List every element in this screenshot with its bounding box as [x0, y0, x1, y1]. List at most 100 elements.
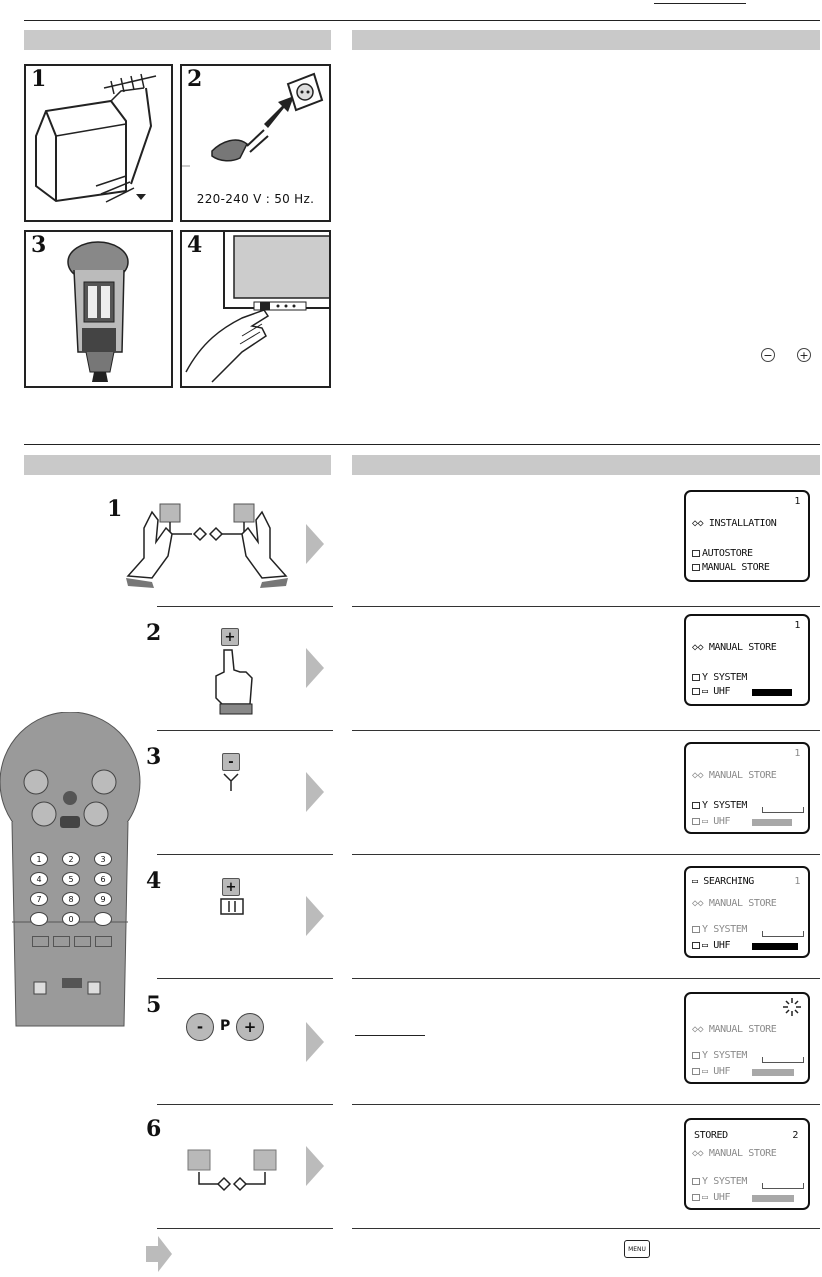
panel-power: 2 220-240 V : 50 Hz.: [180, 64, 331, 222]
chevron-right-icon: [306, 1146, 324, 1186]
section1-right-header: [352, 30, 820, 50]
osd-manual-store-1: 1 ◇◇ MANUAL STORE Y SYSTEM ▭ UHF: [684, 614, 810, 706]
osd-title: MANUAL STORE: [708, 898, 777, 909]
two-hands-keys-illustration: [126, 503, 288, 588]
chevron-right-icon: [306, 1022, 324, 1062]
pressing-hand-icon: [215, 649, 253, 715]
osd-row: ▭ UHF: [692, 816, 731, 827]
program-key-label: P: [220, 1018, 231, 1034]
chevron-right-icon: [306, 524, 324, 564]
osd-title: MANUAL STORE: [708, 770, 777, 781]
power-plug-illustration: [182, 72, 324, 167]
osd-program-number: 1: [794, 876, 800, 887]
step5-underline: [355, 1035, 425, 1036]
uhf-bar: [752, 943, 798, 950]
minus-box-icon: [692, 801, 700, 809]
plus-box-icon: [692, 1067, 700, 1075]
osd-row: ▭ UHF: [692, 940, 731, 951]
osd-title-row: ◇◇ MANUAL STORE: [692, 1148, 777, 1159]
remote-batteries-illustration: [67, 241, 129, 382]
voltage-caption: 220-240 V : 50 Hz.: [196, 192, 315, 206]
step-separator: [157, 1104, 333, 1105]
keypad-key: [30, 912, 48, 926]
remote-number-keypad: 1 2 3 4 5 6 7 8 9 0: [30, 852, 114, 926]
osd-row: Y SYSTEM: [692, 924, 747, 935]
section2-right-header: [352, 455, 820, 475]
program-minus-key: -: [186, 1013, 214, 1041]
chevron-right-icon: [306, 648, 324, 688]
osd-title-row: ◇◇ MANUAL STORE: [692, 642, 777, 653]
plus-box-icon: [692, 941, 700, 949]
osd-row: ▭ UHF: [692, 1192, 731, 1203]
plus-key: +: [222, 878, 240, 896]
minus-key: -: [222, 753, 240, 771]
plus-key: +: [221, 628, 239, 646]
osd-program-number: 1: [794, 748, 800, 759]
step-separator: [157, 606, 333, 607]
panel-batteries: 3: [24, 230, 173, 388]
keypad-key: 2: [62, 852, 80, 866]
keypad-key: 0: [62, 912, 80, 926]
minus-box-icon: [692, 1051, 700, 1059]
osd-row: ▭ UHF: [692, 1066, 731, 1077]
step-separator: [352, 978, 820, 979]
keypad-key: [94, 912, 112, 926]
osd-title-row: ◇◇ MANUAL STORE: [692, 770, 777, 781]
osd-status: ▭ SEARCHING: [692, 876, 754, 887]
chevron-right-icon: [306, 772, 324, 812]
step-number-4: 4: [146, 868, 162, 894]
chevron-right-icon: [146, 1236, 172, 1272]
plus-box-icon: [692, 687, 700, 695]
section2-left-header: [24, 455, 331, 475]
step-separator: [157, 730, 333, 731]
osd-stored: STORED 2 ◇◇ MANUAL STORE Y SYSTEM ▭ UHF: [684, 1118, 810, 1210]
step-number-3: 3: [146, 744, 162, 770]
plus-box-icon: [692, 817, 700, 825]
section1-left-header: [24, 30, 331, 50]
system-bar: [762, 807, 804, 813]
program-plus-key: +: [236, 1013, 264, 1041]
top-rule: [24, 20, 820, 21]
step-number-6: 6: [146, 1116, 162, 1142]
osd-installation-menu: 1 ◇◇ INSTALLATION AUTOSTORE MANUAL STORE: [684, 490, 810, 582]
keypad-key: 4: [30, 872, 48, 886]
osd-title-row: ◇◇ MANUAL STORE: [692, 1024, 777, 1035]
uhf-bar: [752, 1195, 794, 1202]
osd-title: MANUAL STORE: [708, 642, 777, 653]
top-underline: [654, 3, 746, 4]
step-separator: [352, 606, 820, 607]
keypad-key: 7: [30, 892, 48, 906]
remote-color-keys: [32, 936, 114, 947]
search-channel-icon: [220, 898, 244, 915]
minus-box-icon: [692, 925, 700, 933]
keypad-key: 6: [94, 872, 112, 886]
osd-program-number: 2: [792, 1130, 798, 1141]
osd-title-row: ◇◇ INSTALLATION: [692, 518, 777, 529]
osd-row: Y SYSTEM: [692, 800, 747, 811]
panel-number: 1: [31, 66, 47, 92]
antenna-icon: [223, 773, 239, 791]
keypad-key: 8: [62, 892, 80, 906]
menu-key-icon: MENU: [624, 1240, 650, 1258]
tv-antenna-illustration: [35, 73, 157, 203]
minus-box-icon: [692, 1177, 700, 1185]
step-separator: [352, 730, 820, 731]
step-separator: [157, 854, 333, 855]
osd-program-number: 1: [794, 620, 800, 631]
keypad-key: 1: [30, 852, 48, 866]
chevron-right-icon: [306, 896, 324, 936]
panel-switch-on: 4: [180, 230, 331, 388]
osd-row: MANUAL STORE: [692, 562, 770, 573]
osd-searching: ▭ SEARCHING 1 ◇◇ MANUAL STORE Y SYSTEM ▭…: [684, 866, 810, 958]
keypad-key: 9: [94, 892, 112, 906]
step-separator: [157, 1228, 333, 1229]
osd-row: ▭ UHF: [692, 686, 731, 697]
osd-title-row: ◇◇ MANUAL STORE: [692, 898, 777, 909]
two-keys-store-illustration: [187, 1149, 277, 1192]
panel-antenna: 1: [24, 64, 173, 222]
plus-circle-icon: +: [797, 348, 811, 362]
osd-title: MANUAL STORE: [708, 1024, 777, 1035]
step-separator: [352, 854, 820, 855]
osd-row: Y SYSTEM: [692, 1050, 747, 1061]
sparkle-icon: [783, 998, 801, 1016]
